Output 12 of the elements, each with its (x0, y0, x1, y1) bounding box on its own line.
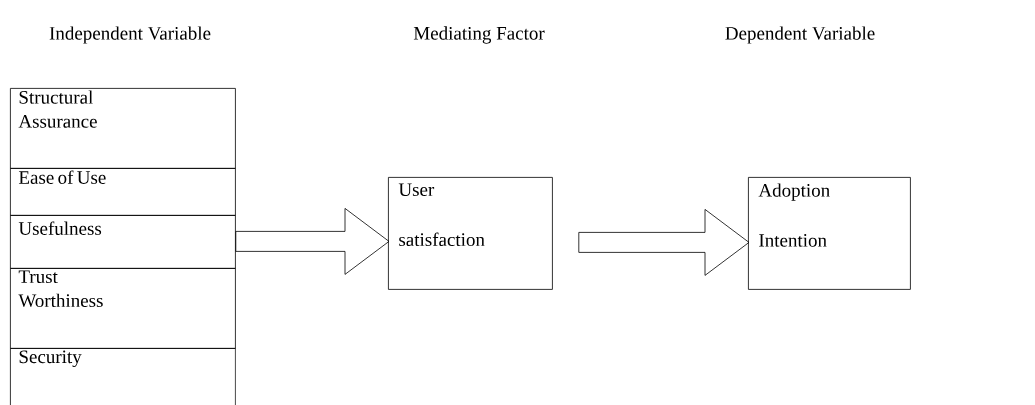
column-heading: Mediating Factor (413, 26, 545, 44)
text-box: Ease of Use (10, 168, 236, 216)
block-arrow (235, 208, 390, 275)
text-box: Security (10, 348, 236, 405)
text-box: Usefulness (10, 215, 236, 269)
column-heading: Dependent Variable (725, 26, 875, 44)
text-box: User satisfaction (388, 177, 553, 290)
text-box: Structural Assurance (10, 88, 236, 169)
block-arrow (578, 209, 750, 276)
text-box: Adoption Intention (748, 177, 911, 290)
text-box: Trust Worthiness (10, 268, 236, 349)
column-heading: Independent Variable (49, 26, 211, 44)
